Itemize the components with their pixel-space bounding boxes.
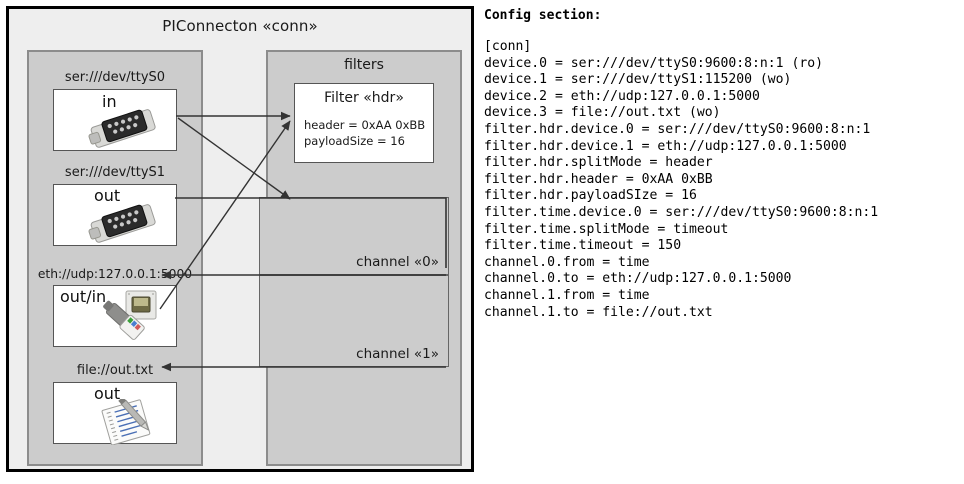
- filter-hdr-prop-payloadsize: payloadSize = 16: [304, 134, 405, 148]
- config-heading: Config section:: [484, 8, 602, 23]
- device-io-ttys1: out: [94, 186, 121, 205]
- text-file-pen-icon: [101, 399, 151, 445]
- device-box-ttys0[interactable]: in: [53, 89, 177, 151]
- serial-port-icon: [88, 109, 156, 148]
- serial-port-icon: [88, 204, 156, 243]
- devices-group: ser:///dev/ttyS0 in: [27, 50, 203, 466]
- device-box-eth[interactable]: out/in: [53, 285, 177, 347]
- config-lines[interactable]: [conn] device.0 = ser:///dev/ttyS0:9600:…: [484, 39, 879, 320]
- device-label-ttys0: ser:///dev/ttyS0: [64, 70, 166, 85]
- component-frame-piconnecton: PIConnecton «conn» ser:///dev/ttyS0 in: [6, 6, 474, 472]
- filter-hdr-title: Filter «hdr»: [324, 90, 404, 106]
- filter-box-hdr[interactable]: Filter «hdr» header = 0xAA 0xBB payloadS…: [294, 83, 434, 163]
- component-title: PIConnecton «conn»: [162, 17, 318, 35]
- config-section: Config section: [conn] device.0 = ser://…: [484, 8, 958, 478]
- channel-box-1[interactable]: channel «1»: [259, 275, 449, 367]
- device-io-ttys0: in: [102, 92, 117, 111]
- device-label-ttys1: ser:///dev/ttyS1: [64, 165, 166, 180]
- device-label-file: file://out.txt: [76, 363, 154, 378]
- device-box-ttys1[interactable]: out: [53, 184, 177, 246]
- device-io-eth: out/in: [60, 287, 107, 306]
- device-label-eth: eth://udp:127.0.0.1:5000: [37, 267, 193, 281]
- channel-box-0[interactable]: channel «0»: [259, 197, 449, 275]
- device-io-file: out: [94, 384, 121, 403]
- ethernet-plug-icon: [103, 290, 157, 340]
- channel-0-label: channel «0»: [356, 254, 439, 270]
- channel-1-label: channel «1»: [356, 346, 439, 362]
- device-box-file[interactable]: out: [53, 382, 177, 445]
- filters-group-title: filters: [344, 57, 384, 73]
- filter-hdr-prop-header: header = 0xAA 0xBB: [304, 118, 426, 132]
